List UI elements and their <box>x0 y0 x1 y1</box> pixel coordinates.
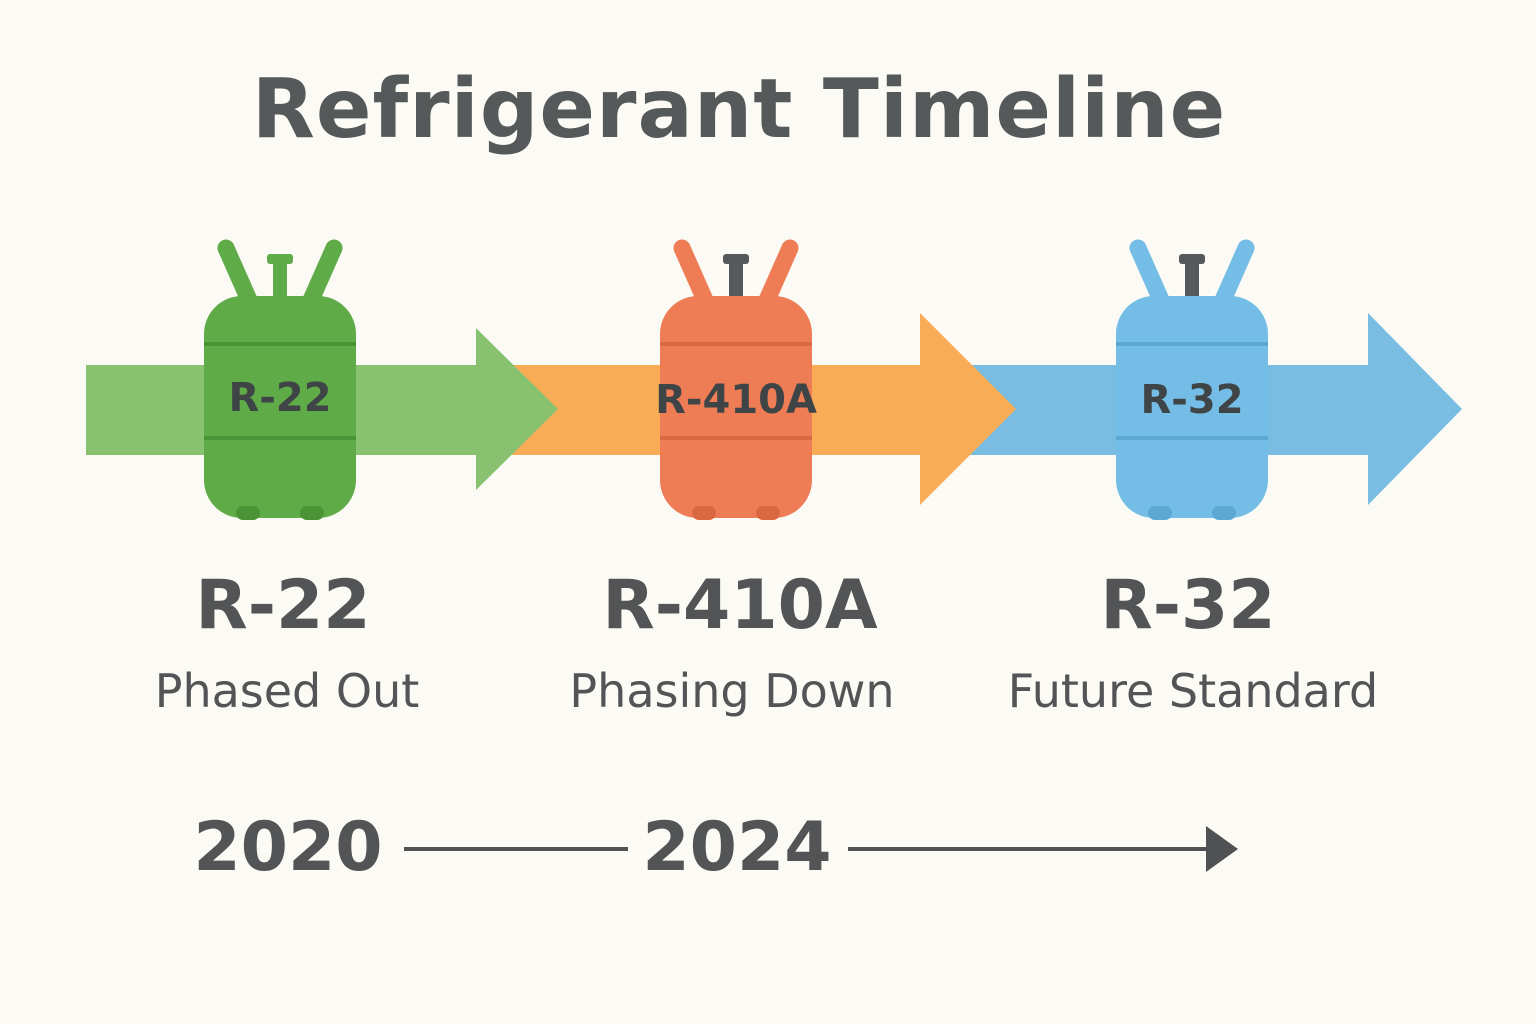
stage-name-r-410a: R-410A <box>602 566 878 645</box>
arrow-right-icon <box>1206 826 1238 872</box>
cylinder-label: R-410A <box>655 377 817 423</box>
cylinder-icon-r-410a: R-410A <box>655 239 817 520</box>
cylinder-icon-r-22: R-22 <box>204 239 356 520</box>
cylinder-label: R-32 <box>1140 377 1243 423</box>
cylinder-icon-r-32: R-32 <box>1116 239 1268 520</box>
year-label-2024: 2024 <box>642 808 832 887</box>
stage-status-future-standard: Future Standard <box>1007 664 1379 718</box>
stage-status-phased-out: Phased Out <box>154 664 420 718</box>
cylinder-label: R-22 <box>228 375 331 421</box>
year-label-2020: 2020 <box>193 808 383 887</box>
page-title: Refrigerant Timeline <box>251 62 1227 157</box>
stage-status-phasing-down: Phasing Down <box>569 664 895 718</box>
stage-name-r-32: R-32 <box>1100 566 1276 645</box>
stage-name-r-22: R-22 <box>195 566 371 645</box>
